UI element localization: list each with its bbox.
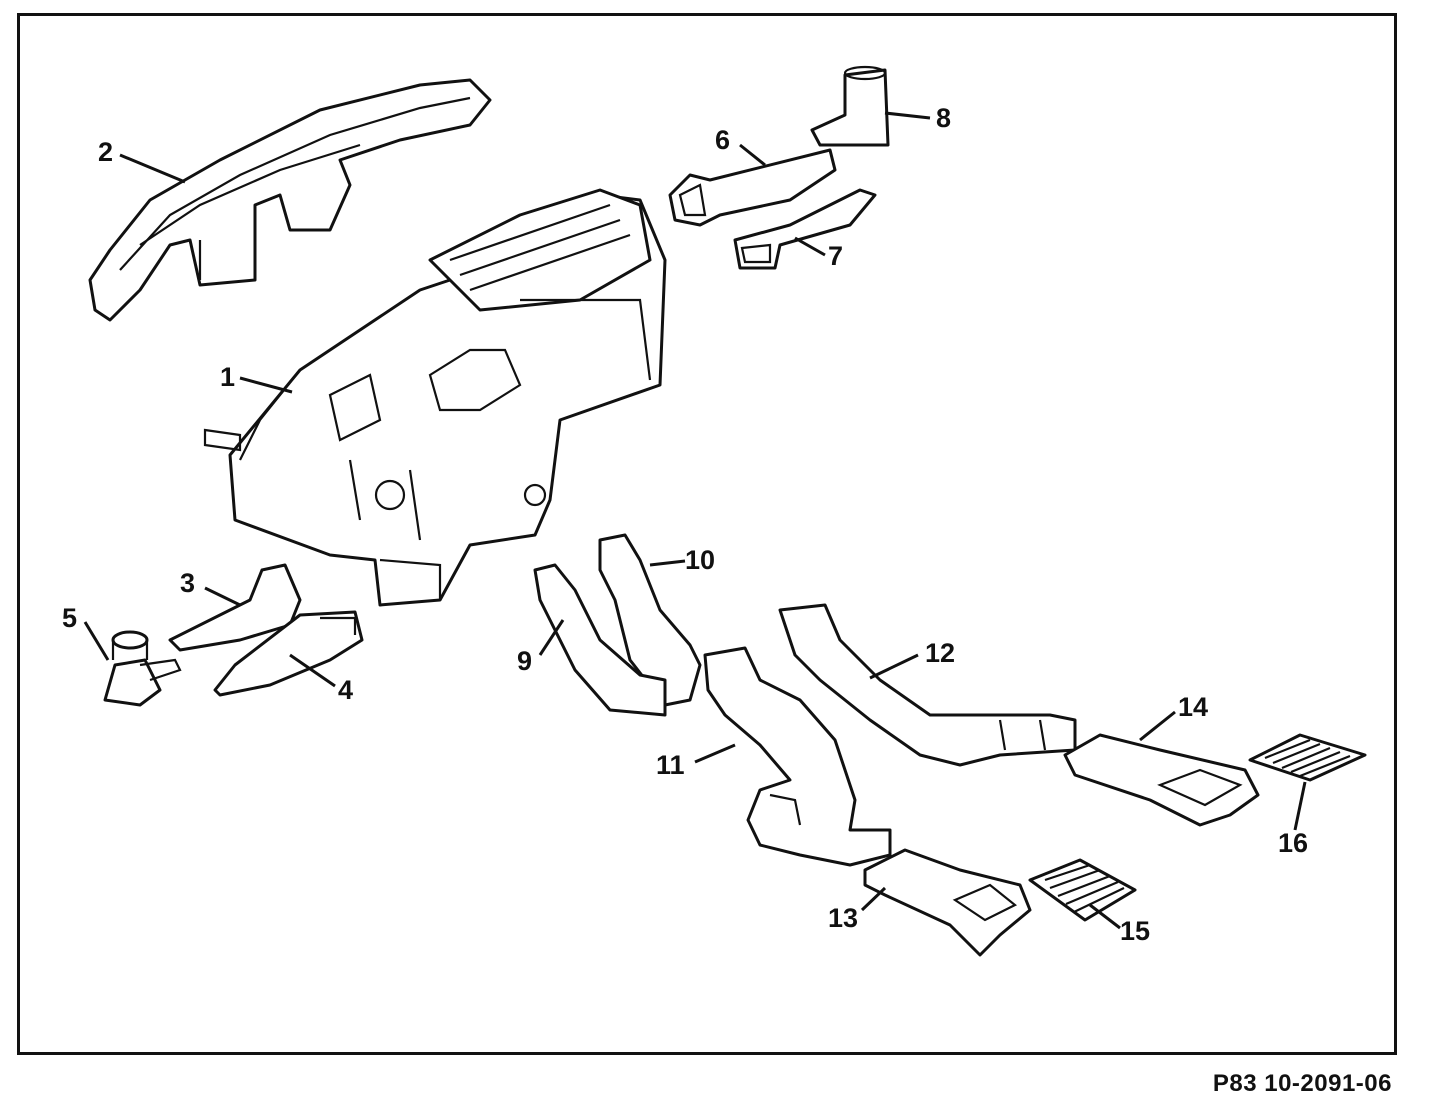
part-9-rear-duct bbox=[533, 563, 667, 717]
figure-reference-code: P83 10-2091-06 bbox=[1212, 1070, 1392, 1097]
part-2-upper-duct bbox=[88, 78, 492, 322]
callout-3: 3 bbox=[180, 568, 196, 598]
callout-11: 11 bbox=[656, 750, 685, 780]
callout-6: 6 bbox=[715, 125, 731, 155]
part-6-duct bbox=[668, 148, 837, 227]
part-7-duct bbox=[733, 188, 877, 270]
part-15-grille bbox=[1028, 858, 1137, 922]
callout-13: 13 bbox=[828, 903, 859, 933]
callout-16: 16 bbox=[1278, 828, 1309, 858]
part-16-grille bbox=[1248, 733, 1367, 782]
callout-9: 9 bbox=[517, 646, 533, 676]
callout-1: 1 bbox=[220, 362, 236, 392]
callout-12: 12 bbox=[925, 638, 956, 668]
part-1-hvac-housing bbox=[203, 188, 667, 607]
callout-15: 15 bbox=[1120, 916, 1151, 946]
callout-2: 2 bbox=[98, 137, 114, 167]
part-11-floor-duct bbox=[703, 646, 892, 867]
callout-10: 10 bbox=[685, 545, 716, 575]
callout-7: 7 bbox=[828, 241, 844, 271]
callout-5: 5 bbox=[62, 603, 78, 633]
part-3-duct bbox=[168, 563, 302, 652]
callout-14: 14 bbox=[1178, 692, 1209, 722]
part-14-outlet-duct bbox=[1063, 733, 1260, 827]
part-13-outlet-duct bbox=[863, 848, 1032, 957]
callout-8: 8 bbox=[936, 103, 952, 133]
diagram-frame bbox=[17, 13, 1397, 1055]
part-10-rear-duct bbox=[598, 533, 702, 707]
part-8-elbow-duct bbox=[810, 65, 890, 147]
leader-lines bbox=[83, 111, 1307, 930]
callout-4: 4 bbox=[338, 675, 354, 705]
part-4-duct bbox=[213, 610, 364, 697]
part-5-nozzle bbox=[103, 630, 182, 707]
